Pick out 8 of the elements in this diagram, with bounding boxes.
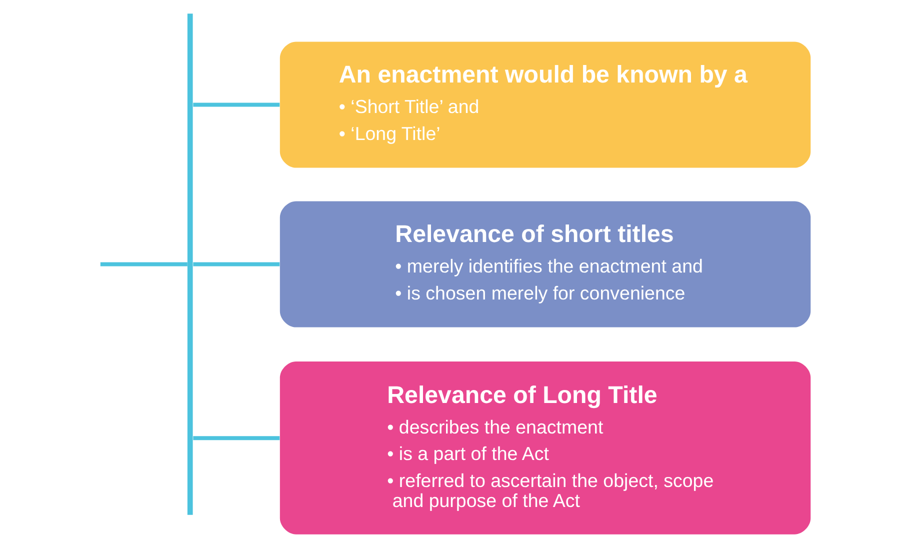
node-box: Relevance of short titles • merely identifies the enactment and • is chosen merely for convenience	[280, 201, 811, 328]
connector	[193, 436, 280, 440]
node-box: Relevance of Long Title • describes the enactment • is a part of the Act • referred to ascertain the object, scope and purpose of the Act	[280, 361, 811, 534]
node-box: An enactment would be known by a • ‘Short Title’ and • ‘Long Title’	[280, 42, 811, 168]
connector	[193, 262, 280, 266]
connector	[193, 102, 280, 107]
node-bar	[187, 14, 193, 515]
connector	[100, 262, 188, 266]
